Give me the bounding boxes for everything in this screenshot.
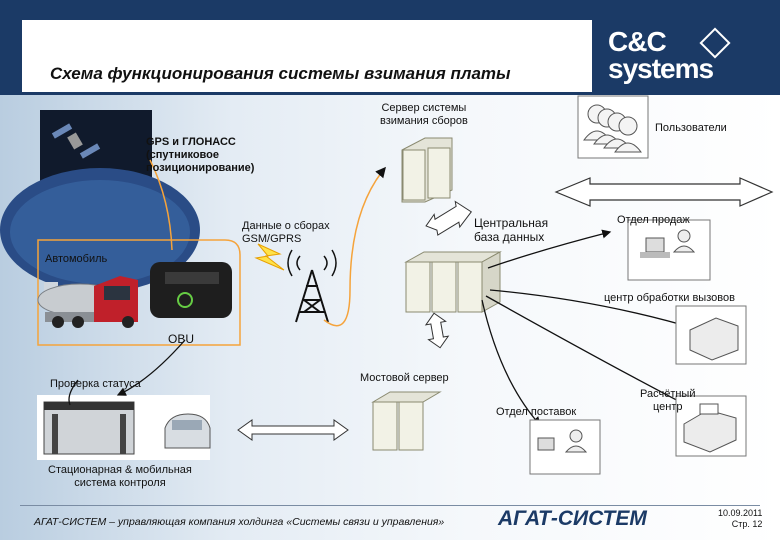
db-connection-lines [481,229,702,426]
truck-icon [37,276,138,328]
toll-server-icon [401,137,453,203]
sales-label: Отдел продаж [617,214,690,226]
users-icon [577,95,649,159]
data-gsm-label: Данные о сборах GSM/GPRS [242,220,330,245]
users-double-arrow [554,177,774,207]
control-station-image [37,395,211,460]
sales-office-icon [627,219,711,281]
db-bridge-double-arrow [424,312,450,349]
call-center-icon [675,305,747,365]
gps-label: GPS и ГЛОНАСС (спутниковое позиционирова… [146,136,255,174]
control-bridge-double-arrow [237,419,349,441]
supply-label: Отдел поставок [496,406,577,418]
gprs-link-line [323,166,386,327]
footer-divider [20,505,760,506]
obu-control-line [68,379,79,406]
supply-office-icon [529,419,601,475]
central-db-label: Центральная база данных [474,216,549,244]
title-box [22,20,592,92]
db-server-double-arrow [425,200,473,236]
satellite-image [0,110,200,292]
page-title: Схема функционирования системы взимания … [50,64,511,83]
bridge-server-label: Мостовой сервер [360,372,449,384]
users-label: Пользователи [655,122,727,134]
control-label: Стационарная & мобильная система контрол… [48,464,192,489]
obu-device-icon [150,262,232,318]
obu-label: OBU [168,332,195,346]
lightning-icon [254,243,285,271]
status-check-line [116,339,186,396]
bridge-server-icon [371,391,442,451]
server-title-label: Сервер системы взимания сборов [380,102,468,127]
gsm-tower-icon [287,249,337,323]
settlement-center-icon [675,395,747,457]
vehicle-frame [37,239,241,346]
call-center-label: центр обработки вызовов [604,292,735,304]
settlement-label: Расчётный центр [640,388,696,413]
status-check-label: Проверка статуса [50,378,141,390]
car-label: Автомобиль [45,253,108,265]
footer-text: АГАТ-СИСТЕМ – управляющая компания холди… [34,516,445,528]
central-db-servers-icon [404,251,502,313]
agat-system-logo: АГАТ-СИСТЕМ [498,507,647,530]
